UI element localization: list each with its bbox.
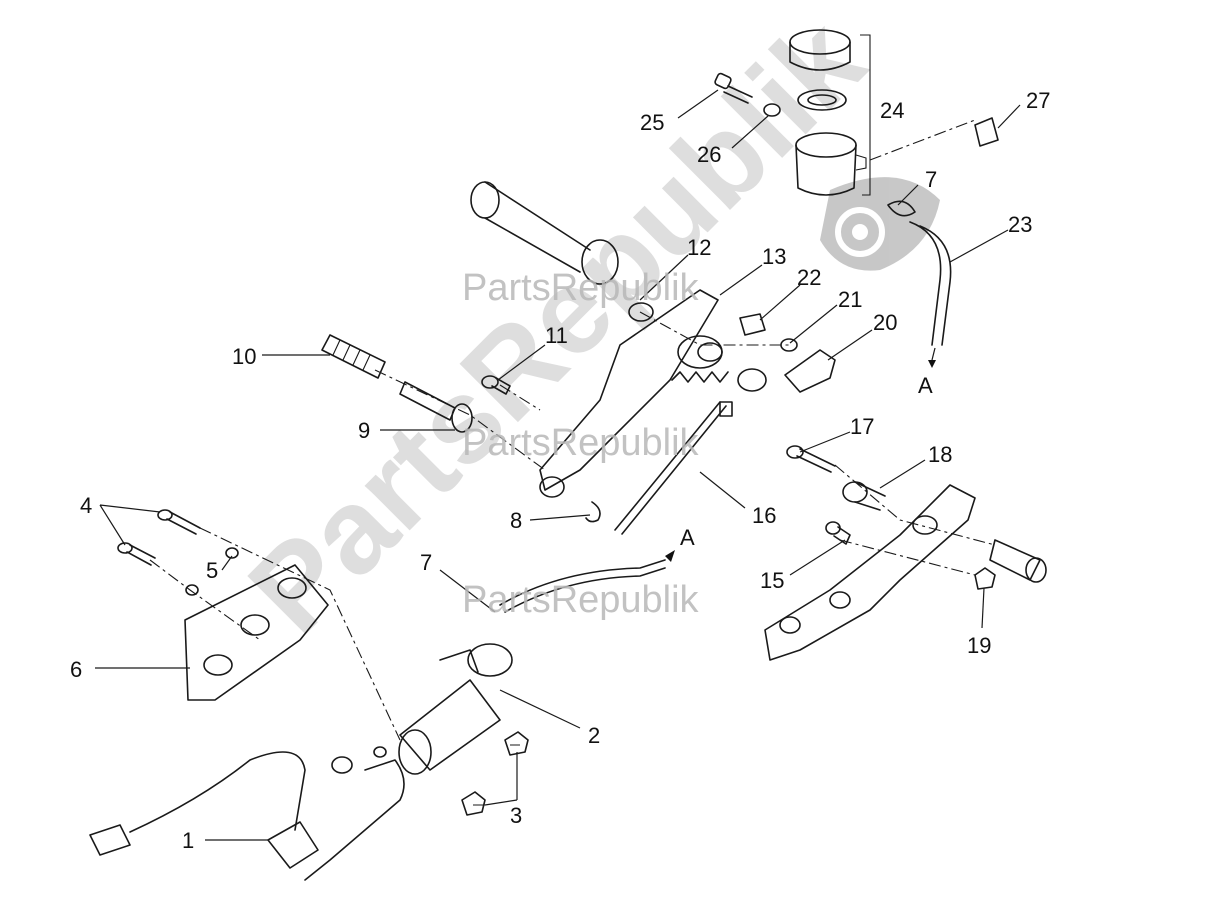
bush-22	[739, 313, 766, 336]
callout-15: 15	[760, 568, 784, 593]
lever-bushing	[677, 335, 723, 369]
ring-12	[628, 302, 654, 322]
callout-8: 8	[510, 508, 522, 533]
bush-18	[842, 481, 886, 511]
nut-19	[974, 567, 996, 590]
circlip-8	[585, 501, 601, 523]
callout-12: 12	[687, 235, 711, 260]
callout-22: 22	[797, 265, 821, 290]
washer-5a	[225, 547, 239, 559]
washer-21	[780, 338, 798, 352]
callout-13: 13	[762, 244, 786, 269]
callout-10: 10	[232, 344, 256, 369]
clip-27	[974, 117, 999, 147]
callout-27: 27	[1026, 88, 1050, 113]
spacer-right	[989, 539, 1047, 583]
washer-5b	[185, 584, 199, 596]
bracket-right	[764, 484, 976, 661]
return-spring	[671, 371, 729, 383]
hose-23	[909, 221, 952, 346]
screw-17	[786, 445, 836, 473]
peg-9	[399, 381, 473, 433]
screw-15	[825, 521, 851, 545]
callout-7-mid: 7	[420, 550, 432, 575]
callout-23: 23	[1008, 212, 1032, 237]
pedal-shaft	[470, 181, 619, 285]
bolt-4b	[117, 542, 156, 566]
spring-pin	[719, 401, 733, 417]
pedal-lever-13	[539, 289, 719, 491]
switch-1	[89, 751, 319, 869]
callout-7-top: 7	[925, 167, 937, 192]
watermark-1: PartsRepublik	[462, 267, 700, 309]
connection-label-a-top: A	[918, 373, 933, 398]
pushrod-16	[614, 401, 727, 535]
watermark-2: PartsRepublik	[462, 422, 700, 464]
reservoir-body	[795, 132, 867, 196]
reservoir-gasket	[797, 89, 847, 111]
callout-26: 26	[697, 142, 721, 167]
callout-1: 1	[182, 828, 194, 853]
hose-7-mid	[499, 559, 666, 613]
callout-19: 19	[967, 633, 991, 658]
bracket-1	[304, 759, 405, 881]
callout-5: 5	[206, 558, 218, 583]
callout-11: 11	[545, 323, 568, 348]
callout-21: 21	[838, 287, 862, 312]
callout-24: 24	[880, 98, 904, 123]
ring-13b	[737, 368, 767, 392]
callout-16: 16	[752, 503, 776, 528]
washer-26	[763, 103, 781, 117]
callout-18: 18	[928, 442, 952, 467]
connection-label-a-mid: A	[680, 525, 695, 550]
callout-25: 25	[640, 110, 664, 135]
nut-3b	[461, 791, 486, 816]
callout-4: 4	[80, 493, 92, 518]
gear-logo-icon	[820, 177, 940, 271]
washer-1a	[331, 756, 353, 774]
clamp-7-top	[887, 200, 916, 217]
callout-3: 3	[510, 803, 522, 828]
callout-20: 20	[873, 310, 897, 335]
callout-9: 9	[358, 418, 370, 443]
heel-guard-6	[184, 564, 329, 701]
screw-25	[714, 72, 753, 104]
bracket-24	[860, 34, 871, 196]
callout-2: 2	[588, 723, 600, 748]
washer-1b	[373, 746, 387, 758]
watermark-3: PartsRepublik	[462, 579, 700, 621]
reservoir-cap	[789, 29, 851, 71]
lever-eye	[539, 476, 565, 498]
bolt-4a	[157, 509, 201, 535]
nut-3a	[504, 731, 529, 756]
master-cylinder-2	[398, 643, 513, 775]
fork-20	[784, 349, 836, 393]
pedal-rubber-10	[321, 334, 386, 379]
callout-17: 17	[850, 414, 874, 439]
callout-6: 6	[70, 657, 82, 682]
